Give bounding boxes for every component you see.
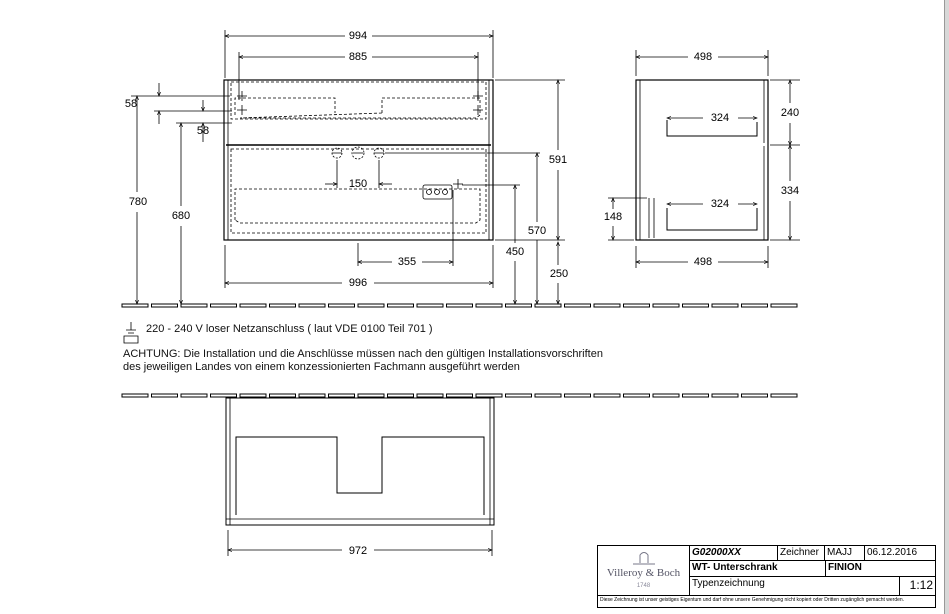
- floor-segment: [446, 393, 473, 398]
- floor-segment: [180, 393, 208, 398]
- dim-324-a: 324: [711, 112, 729, 124]
- floor-segment: [328, 303, 355, 308]
- dim-58-b: 58: [197, 125, 209, 137]
- floor-segment: [770, 303, 798, 308]
- floor-segment: [741, 393, 768, 398]
- dim-240: 240: [781, 107, 799, 119]
- floor-line-top-view: [121, 393, 798, 398]
- drawer-label: Zeichner: [778, 546, 825, 561]
- dim-324-b: 324: [711, 198, 729, 210]
- dim-355: 355: [398, 256, 416, 268]
- floor-segment: [564, 393, 591, 398]
- dim-885: 885: [349, 51, 367, 63]
- floor-segment: [593, 393, 621, 398]
- floor-segment: [180, 303, 208, 308]
- dim-996: 996: [349, 277, 367, 289]
- dim-148: 148: [604, 211, 622, 223]
- floor-segment: [210, 393, 237, 398]
- floor-segment: [652, 393, 680, 398]
- floor-segment: [505, 393, 532, 398]
- floor-segment: [593, 303, 621, 308]
- dim-591: 591: [549, 154, 567, 166]
- series-name: FINION: [826, 561, 935, 577]
- power-connection-icon: [123, 322, 139, 344]
- floor-segment: [239, 393, 267, 398]
- drawer-initials: MAJJ: [825, 546, 865, 561]
- floor-segment: [328, 393, 355, 398]
- floor-segment: [416, 393, 444, 398]
- brand-year: 1748: [636, 583, 651, 589]
- floor-segment: [534, 303, 562, 308]
- floor-segment: [682, 303, 709, 308]
- dim-450: 450: [506, 246, 524, 258]
- floor-segment: [269, 393, 296, 398]
- floor-segment: [151, 303, 178, 308]
- floor-segment: [711, 303, 739, 308]
- floor-segment: [121, 393, 149, 398]
- floor-segment: [387, 393, 414, 398]
- front-view: [223, 79, 494, 241]
- floor-segment: [505, 303, 532, 308]
- floor-segment: [475, 303, 503, 308]
- floor-segment: [239, 303, 267, 308]
- floor-segment: [269, 303, 296, 308]
- floor-segment: [357, 303, 385, 308]
- dim-58-a: 58: [125, 98, 137, 110]
- front-dimensions: [131, 30, 565, 304]
- brand-name: Villeroy & Boch: [606, 567, 681, 579]
- dim-250: 250: [550, 268, 568, 280]
- floor-segment: [357, 393, 385, 398]
- floor-segment: [298, 393, 326, 398]
- dim-780: 780: [129, 196, 147, 208]
- floor-segment: [534, 393, 562, 398]
- dim-994: 994: [349, 30, 367, 42]
- floor-segment: [711, 393, 739, 398]
- dim-150: 150: [349, 178, 367, 190]
- floor-segment: [770, 393, 798, 398]
- dim-570: 570: [528, 225, 546, 237]
- floor-segment: [475, 393, 503, 398]
- page-edge: [944, 0, 949, 614]
- floor-segment: [741, 303, 768, 308]
- date: 06.12.2016: [865, 546, 935, 561]
- dim-680: 680: [172, 210, 190, 222]
- floor-segment: [298, 303, 326, 308]
- floor-segment: [682, 393, 709, 398]
- side-view: [608, 50, 800, 268]
- floor-segment: [210, 303, 237, 308]
- floor-segment: [416, 303, 444, 308]
- dim-498-bottom: 498: [694, 256, 712, 268]
- power-note: 220 - 240 V loser Netzanschluss ( laut V…: [146, 323, 433, 335]
- dim-498-top: 498: [694, 51, 712, 63]
- floor-segment: [564, 303, 591, 308]
- article-number: G02000XX: [690, 546, 778, 561]
- product-type: WT- Unterschrank: [690, 561, 826, 577]
- floor-line: [121, 303, 798, 308]
- top-view: [225, 397, 495, 556]
- dim-334: 334: [781, 185, 799, 197]
- brand-logo: Villeroy & Boch 1748: [598, 546, 690, 596]
- scale: 1:12: [900, 577, 935, 596]
- floor-segment: [446, 303, 473, 308]
- floor-segment: [623, 393, 650, 398]
- warning-line-2: des jeweiligen Landes von einem konzessi…: [123, 361, 520, 373]
- warning-line-1: ACHTUNG: Die Installation und die Anschl…: [123, 348, 603, 360]
- floor-segment: [623, 303, 650, 308]
- floor-segment: [387, 303, 414, 308]
- floor-segment: [652, 303, 680, 308]
- floor-segment: [121, 303, 149, 308]
- dim-972: 972: [349, 545, 367, 557]
- drawing-type: Typenzeichnung: [690, 577, 900, 596]
- copyright-note: Diese Zeichnung ist unser geistiges Eige…: [600, 597, 905, 603]
- title-block: Villeroy & Boch 1748 G02000XX Zeichner M…: [597, 545, 936, 608]
- floor-segment: [151, 393, 178, 398]
